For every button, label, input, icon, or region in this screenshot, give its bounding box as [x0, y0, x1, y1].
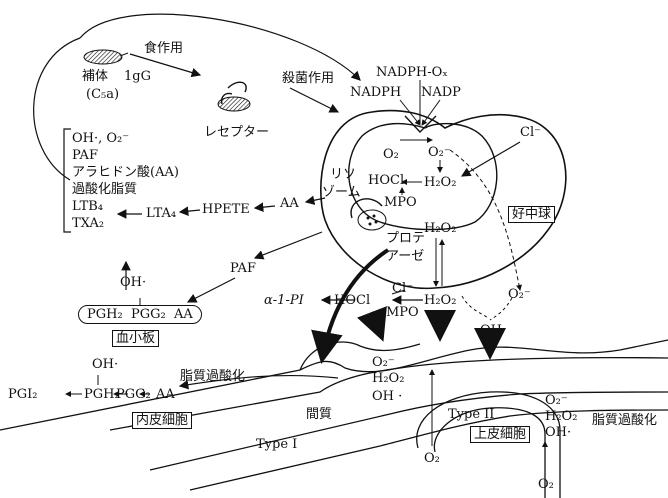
- mediator-3: 過酸化脂質: [72, 182, 138, 197]
- hocl-in-label: HOCl: [368, 173, 405, 188]
- a1pi-label: α-1-PI: [264, 293, 304, 308]
- complement-particle-icon: [83, 49, 123, 65]
- cl-ext-label: Cl⁻: [392, 281, 413, 296]
- complement-loop: [79, 13, 361, 81]
- endothelial-label: 内皮細胞: [132, 412, 193, 429]
- epi-oh-label: OH·: [545, 425, 572, 440]
- pgh2-label: PGH₂: [87, 307, 123, 322]
- aa-endo-label: AA: [156, 387, 175, 402]
- receptor-label: レセプター: [204, 125, 270, 140]
- bactericidal-label: 殺菌作用: [282, 71, 335, 86]
- interstitium-label: 間質: [306, 407, 333, 422]
- mediator-loop: [33, 37, 81, 181]
- nadph-oxidase-icon: [404, 115, 437, 134]
- int-o2-label: O₂⁻: [372, 355, 395, 370]
- mediator-1: PAF: [72, 148, 98, 163]
- o2-rad-in-label: O₂⁻: [428, 145, 451, 160]
- mediator-5: TXA₂: [72, 216, 105, 231]
- neutrophil-label: 好中球: [508, 206, 556, 223]
- endothelium-band: [0, 339, 668, 431]
- pgg2-endo-label: PGG₂: [116, 387, 151, 402]
- int-oh-label: OH ·: [372, 389, 403, 404]
- pgh2-endo-label: PGH₂: [84, 387, 120, 402]
- epi-h2o2-label: H₂O₂: [545, 409, 578, 424]
- h2o2-mid-label: H₂O₂: [424, 221, 457, 236]
- bactericidal-arrow: [289, 87, 340, 113]
- type1-label: Type I: [256, 437, 298, 452]
- mpo-ext-label: MPO: [386, 305, 419, 320]
- platelet-pathway: PGH₂ PGG₂ AA: [78, 305, 202, 324]
- lysosome-label-2: ゾーム: [322, 185, 361, 200]
- neutrophil-outline: [320, 109, 567, 290]
- type2-label: Type II: [448, 407, 495, 422]
- mediator-bracket: [63, 128, 71, 233]
- mediator-0: OH·, O₂⁻: [72, 131, 130, 146]
- epithelial-label: 上皮細胞: [470, 426, 531, 443]
- hocl-ext-label: HOCl: [334, 293, 371, 308]
- h2o2-ext-label: H₂O₂: [424, 293, 457, 308]
- o2-bottom-mid-label: O₂: [424, 451, 440, 466]
- complement-label: 補体: [82, 69, 109, 84]
- protease-label-1: プロテ: [386, 231, 426, 246]
- int-h2o2-label: H₂O₂: [372, 371, 405, 386]
- c5a-label: (C₅a): [86, 87, 120, 102]
- mediator-2: アラヒドン酸(AA): [72, 165, 179, 180]
- type2-cell: [416, 391, 561, 498]
- lipid-perox-1-label: 脂質過酸化: [180, 369, 246, 384]
- oh-endo-label: OH·: [92, 357, 119, 372]
- o2-bottom-label: O₂: [538, 477, 554, 492]
- lysosome-label-1: リソ: [330, 167, 357, 182]
- protease-label-2: アーゼ: [386, 249, 425, 264]
- h2o2-in-label: H₂O₂: [424, 175, 457, 190]
- oh-ext-label: OH·: [480, 323, 507, 338]
- phagocytosis-arrow: [129, 53, 202, 78]
- pgi2-label: PGI₂: [8, 387, 38, 402]
- platelet-label: 血小板: [112, 330, 160, 347]
- mpo-in-label: MPO: [384, 195, 417, 210]
- pgg2-label: PGG₂: [130, 307, 166, 322]
- lta4-label: LTA₄: [146, 206, 177, 221]
- lipid-perox-2-label: 脂質過酸化: [592, 413, 658, 428]
- aa-label: AA: [280, 196, 299, 211]
- paf-label: PAF: [230, 261, 256, 276]
- hpete-label: HPETE: [202, 202, 250, 217]
- epi-o2-label: O₂⁻: [545, 393, 568, 408]
- phagocytosis-label: 食作用: [144, 41, 184, 56]
- receptor-icon: [227, 81, 247, 93]
- nadph-label: NADPH: [350, 85, 402, 100]
- o2-ext-label: O₂⁻: [508, 287, 531, 302]
- o2-in-label: O₂: [383, 147, 399, 162]
- igg-label: 1gG: [124, 69, 151, 84]
- interstitium-band: [149, 391, 668, 471]
- superoxide-dashed-path: [449, 149, 522, 291]
- lysosome-icon: [350, 198, 383, 219]
- nadp-label: NADP: [421, 85, 461, 100]
- mediator-4: LTB₄: [72, 199, 104, 214]
- oh-platelet-label: OH·: [120, 275, 147, 290]
- aa-platelet-label: AA: [173, 307, 193, 322]
- nadph-ox-label: NADPH-Oₓ: [376, 65, 448, 80]
- cl-top-label: Cl⁻: [520, 125, 541, 140]
